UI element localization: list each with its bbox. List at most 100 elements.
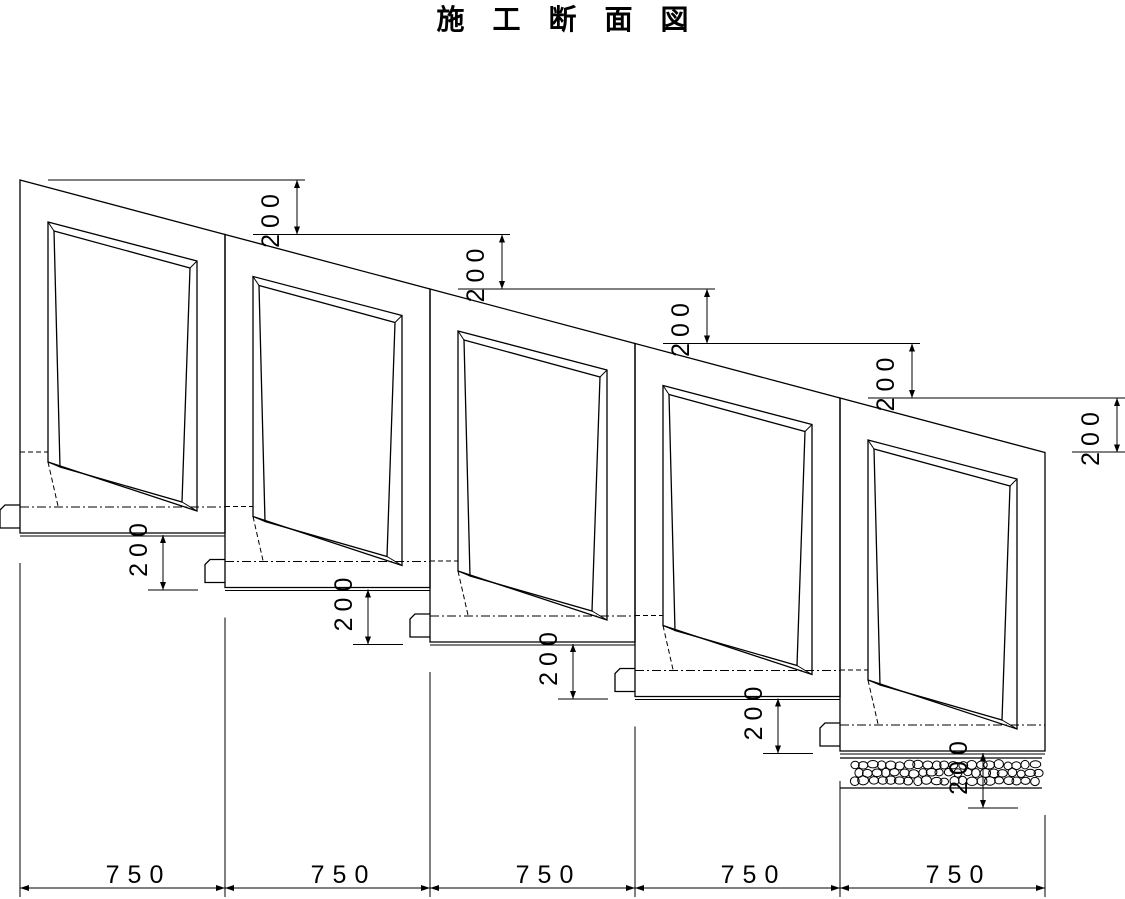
frame-corner-line [591,610,608,621]
arrow-head [831,885,840,891]
arrow-head [626,885,635,891]
gravel-stone [996,769,1008,778]
arrow-head [980,800,986,808]
gravel-stone [925,767,938,777]
wall-block [204,233,431,591]
gravel-stone [958,761,969,770]
frame-corner-line [386,556,403,566]
drawing-title: 施 工 断 面 図 [436,3,689,36]
width-dimension-label: 750 [721,861,787,889]
hidden-line [252,516,264,561]
toe-ledge [409,613,430,638]
window-frame-outer [867,439,1018,730]
frame-corner-line [1009,478,1018,487]
frame-corner-line [394,315,403,323]
frame-corner-line [252,276,260,286]
gravel-stone [983,760,996,770]
frame-corner-line [252,516,266,522]
arrow-head [840,885,849,891]
gravel-stone [939,777,950,786]
gravel-stone [993,759,1004,770]
window-frame-outer [457,330,608,621]
gravel-stone [994,776,1005,785]
frame-corner-line [867,679,881,686]
toe-ledge [0,504,20,529]
arrow-head [1114,398,1120,406]
frame-corner-line [1001,719,1018,730]
gravel-stone [868,776,880,785]
gravel-stone [1029,760,1042,769]
frame-corner-line [796,665,813,675]
window-frame-inner [258,284,396,558]
arrow-head [1114,444,1120,453]
arrow-head [704,335,710,344]
wall-block [0,179,226,537]
gravel-stone [889,768,900,777]
gravel-stone [1016,769,1026,778]
step-dimension-label: 200 [945,735,973,795]
gravel-stone [1011,761,1022,771]
hidden-line [457,570,469,616]
arrow-head [635,885,644,891]
gravel-stone [877,776,888,785]
gravel-stone [899,768,910,778]
toe-ledge [204,558,225,584]
gravel-stone [922,760,934,770]
frame-corner-line [662,625,676,631]
block-outline [19,179,226,534]
block-outline [429,288,636,643]
arrow-head [294,226,300,235]
gravel-stone [850,760,860,770]
arrow-head [704,289,710,297]
gravel-stone [912,759,924,770]
frame-corner-line [867,439,875,450]
gravel-stone [976,760,988,770]
step-dimension-label: 200 [740,681,768,741]
window-frame-outer [662,384,813,676]
gravel-stone [893,776,906,785]
frame-corner-line [181,501,198,512]
gravel-stone [930,776,943,786]
width-dimension-label: 750 [516,861,582,889]
gravel-stone [934,768,944,777]
arrow-head [160,582,166,590]
gravel-stone [920,775,932,785]
step-dimension-label: 200 [330,572,358,632]
arrow-head [499,234,505,243]
width-dimension-label: 750 [311,861,377,889]
window-frame-inner [668,393,806,667]
rise-dimension-label: 200 [872,352,900,412]
window-frame-inner [463,339,601,612]
wall-block [614,342,841,700]
rise-dimension-label: 200 [462,243,490,303]
frame-corner-line [804,424,813,432]
gravel-stone [1024,768,1036,778]
window-frame-outer [252,275,403,567]
rise-dimension-label: 200 [257,188,285,248]
gravel-stone [857,761,869,770]
gravel-stone [948,761,959,770]
block-outline [224,233,431,589]
gravel-stone [903,776,914,786]
step-dimension-label: 200 [125,517,153,577]
gravel-stone [885,760,897,770]
arrow-head [294,180,300,188]
block-outline [839,397,1046,752]
wall-block [409,288,636,646]
frame-corner-line [457,330,465,341]
wall-block [819,397,1046,755]
block-outline [634,342,841,698]
retaining-wall-blocks [0,179,1046,755]
arrow-head [909,343,915,352]
frame-corner-line [47,461,61,468]
toe-ledge [819,722,840,747]
arrow-head [980,753,986,761]
toe-ledge [614,667,635,693]
hidden-line [662,625,674,670]
frame-corner-line [47,221,55,232]
step-dimension-label: 200 [535,626,563,686]
frame-corner-line [457,570,471,577]
arrow-head [225,885,234,891]
gravel-stone [1003,776,1015,786]
